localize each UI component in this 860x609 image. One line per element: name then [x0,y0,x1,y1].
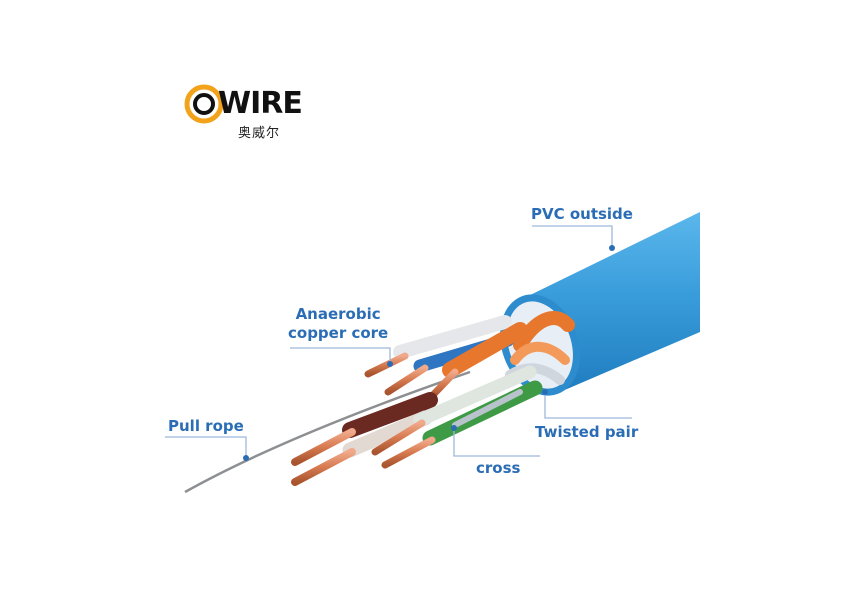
leader-dots [243,245,615,461]
label-anaerobic-line2: copper core [288,324,389,342]
white-green-wire [371,365,537,456]
logo-chinese-name: 奥威尔 [238,126,281,141]
label-cross: cross [476,459,521,477]
logo-ring-icon [184,84,224,124]
brand-logo: WIRE 奥威尔 [184,82,314,142]
label-twisted-pair: Twisted pair [535,423,639,441]
cross-separator [452,389,523,428]
logo-wordmark: WIRE [218,86,303,121]
label-pvc-outside: PVC outside [531,205,633,223]
leader-lines [165,225,632,458]
label-anaerobic-copper-core: Anaerobic copper core [288,305,388,343]
label-anaerobic-line1: Anaerobic [295,305,381,323]
orange-wire [428,322,528,400]
brown-wire [291,392,438,466]
label-pull-rope: Pull rope [168,417,244,435]
white-wire [364,315,512,378]
pull-rope-line [184,370,471,494]
white-brown-wire [291,410,433,486]
